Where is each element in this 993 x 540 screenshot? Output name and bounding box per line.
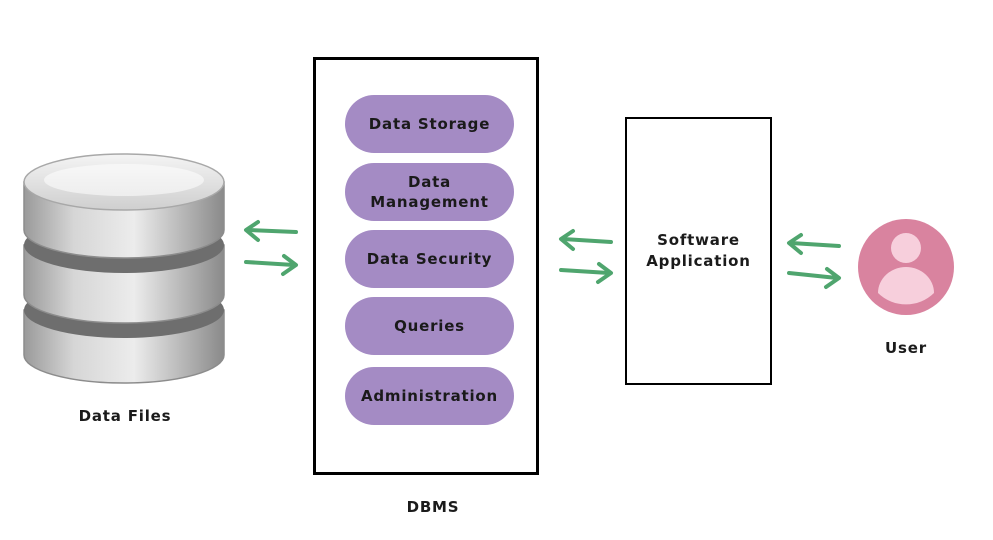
- component-data-management: Data Management: [345, 163, 514, 221]
- dbms-label: DBMS: [406, 498, 460, 516]
- software-application-box: Software Application: [625, 117, 772, 385]
- user-icon: [858, 219, 954, 315]
- component-data-storage: Data Storage: [345, 95, 514, 153]
- component-data-security: Data Security: [345, 230, 514, 288]
- component-queries: Queries: [345, 297, 514, 355]
- component-administration: Administration: [345, 367, 514, 425]
- database-icon: [23, 153, 225, 384]
- bidirectional-arrow-icon: [787, 233, 841, 289]
- data-files-label: Data Files: [78, 407, 172, 425]
- software-application-label: Software Application: [646, 231, 751, 270]
- dbms-container: Data Storage Data Management Data Securi…: [313, 57, 539, 475]
- bidirectional-arrow-icon: [559, 229, 613, 284]
- user-label: User: [885, 339, 927, 357]
- bidirectional-arrow-icon: [244, 220, 298, 276]
